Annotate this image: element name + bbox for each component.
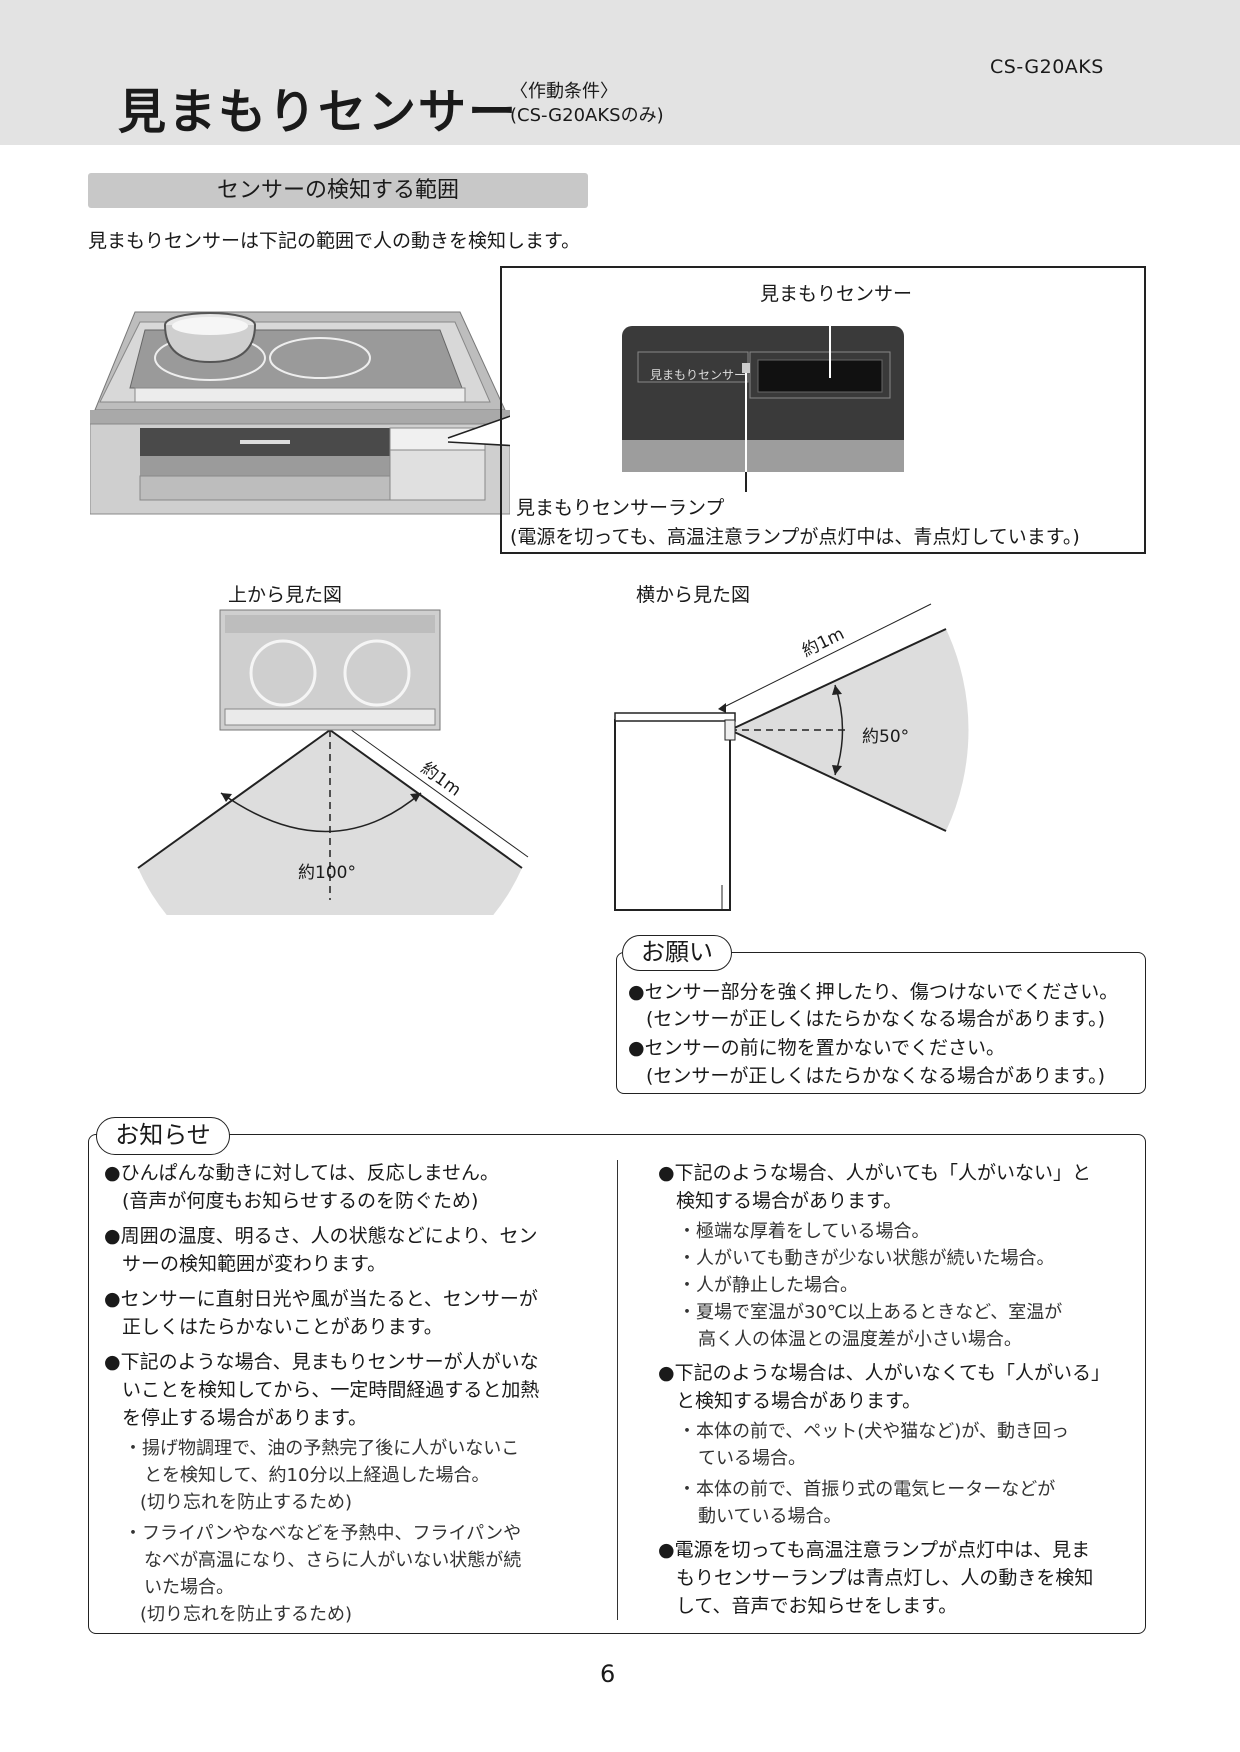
- info-box: [88, 1134, 1146, 1634]
- info-sub-item: ・本体の前で、ペット(犬や猫など)が、動き回っ: [678, 1421, 1069, 1442]
- info-bullet-cont: (音声が何度もお知らせするのを防ぐため): [122, 1190, 479, 1212]
- info-sub-item: ・揚げ物調理で、油の予熱完了後に人がいないこ: [124, 1438, 520, 1459]
- intro-text: 見まもりセンサーは下記の範囲で人の動きを検知します。: [88, 230, 581, 252]
- info-bullet-cont: と検知する場合があります。: [676, 1390, 922, 1412]
- info-sub-cont: (切り忘れを防止するため): [140, 1492, 353, 1513]
- info-bullet-cont: を停止する場合があります。: [122, 1407, 368, 1429]
- side-view-diagram: [614, 603, 969, 911]
- request-title: お願い: [622, 935, 732, 971]
- info-sub-item: ・本体の前で、首振り式の電気ヒーターなどが: [678, 1479, 1056, 1500]
- info-sub-item: ・極端な厚着をしている場合。: [678, 1221, 930, 1242]
- sensor-panel-closeup: [622, 308, 904, 492]
- info-bullet: ●センサーに直射日光や風が当たると、センサーが: [104, 1288, 538, 1310]
- info-bullet-cont: もりセンサーランプは青点灯し、人の動きを検知: [676, 1567, 1094, 1589]
- lamp-note: (電源を切っても、高温注意ランプが点灯中は、青点灯しています。): [510, 526, 1080, 548]
- request-box: [616, 952, 1146, 1094]
- info-bullet: ●電源を切っても高温注意ランプが点灯中は、見ま: [658, 1539, 1091, 1561]
- side-view-caption: 横から見た図: [636, 584, 751, 606]
- model-code: CS-G20AKS: [990, 56, 1104, 78]
- info-bullet: ●下記のような場合は、人がいなくても「人がいる」: [658, 1362, 1111, 1384]
- header-band: [0, 0, 1240, 145]
- info-bullet-cont: いことを検知してから、一定時間経過すると加熱: [122, 1379, 540, 1401]
- side-angle-label: 約50°: [862, 727, 910, 747]
- section-heading: センサーの検知する範囲: [88, 173, 588, 208]
- request-item: ●センサーの前に物を置かないでください。: [628, 1037, 1006, 1059]
- request-item-note: (センサーが正しくはたらかなくなる場合があります。): [646, 1065, 1106, 1087]
- info-bullet: ●周囲の温度、明るさ、人の状態などにより、セン: [104, 1225, 538, 1247]
- info-sub-item: ・人が静止した場合。: [678, 1275, 858, 1296]
- title-note: 〈作動条件〉 (CS-G20AKSのみ): [510, 80, 664, 128]
- sensor-callout: [500, 266, 1146, 554]
- info-bullet: ●下記のような場合、人がいても「人がいない」と: [658, 1162, 1092, 1184]
- request-item: ●センサー部分を強く押したり、傷つけないでください。: [628, 981, 1119, 1003]
- info-bullet-cont: 検知する場合があります。: [676, 1190, 903, 1212]
- title-note-condition: 〈作動条件〉: [510, 81, 618, 102]
- info-bullet-cont: 正しくはたらかないことがあります。: [122, 1316, 443, 1338]
- info-title: お知らせ: [96, 1117, 230, 1155]
- info-sub-cont: 高く人の体温との温度差が小さい場合。: [698, 1329, 1022, 1350]
- sensor-label: 見まもりセンサー: [760, 283, 913, 305]
- info-sub-cont: 動いている場合。: [698, 1506, 842, 1527]
- info-sub-item: ・夏場で室温が30℃以上あるときなど、室温が: [678, 1302, 1063, 1323]
- top-view-caption: 上から見た図: [228, 584, 343, 606]
- info-bullet: ●ひんぱんな動きに対しては、反応しません。: [104, 1162, 500, 1184]
- column-divider: [617, 1160, 618, 1620]
- info-bullet-cont: して、音声でお知らせをします。: [676, 1595, 958, 1617]
- request-item-note: (センサーが正しくはたらかなくなる場合があります。): [646, 1008, 1106, 1030]
- info-bullet: ●下記のような場合、見まもりセンサーが人がいな: [104, 1351, 539, 1373]
- info-sub-item: ・人がいても動きが少ない状態が続いた場合。: [678, 1248, 1055, 1269]
- info-sub-cont: なべが高温になり、さらに人がいない状態が続: [144, 1550, 522, 1571]
- cooktop-illustration: [90, 311, 510, 515]
- info-sub-cont: (切り忘れを防止するため): [140, 1604, 353, 1625]
- info-sub-cont: いた場合。: [144, 1577, 234, 1598]
- info-sub-item: ・フライパンやなべなどを予熱中、フライパンや: [124, 1523, 522, 1544]
- info-sub-cont: ている場合。: [698, 1448, 806, 1469]
- page-title: 見まもりセンサー: [118, 84, 519, 140]
- info-sub-cont: とを検知して、約10分以上経過した場合。: [144, 1465, 490, 1486]
- info-left-column: ●ひんぱんな動きに対しては、反応しません。 (音声が何度もお知らせするのを防ぐた…: [104, 1159, 609, 1628]
- lamp-label: 見まもりセンサーランプ: [516, 497, 725, 519]
- page-number: 6: [600, 1660, 616, 1688]
- title-note-model: (CS-G20AKSのみ): [510, 105, 664, 126]
- info-right-column: ●下記のような場合、人がいても「人がいない」と 検知する場合があります。 ・極端…: [658, 1159, 1142, 1620]
- top-angle-label: 約100°: [298, 863, 356, 883]
- top-view-diagram: [137, 609, 529, 915]
- info-bullet-cont: サーの検知範囲が変わります。: [122, 1253, 387, 1275]
- panel-sensor-text: 見まもりセンサー: [650, 368, 747, 382]
